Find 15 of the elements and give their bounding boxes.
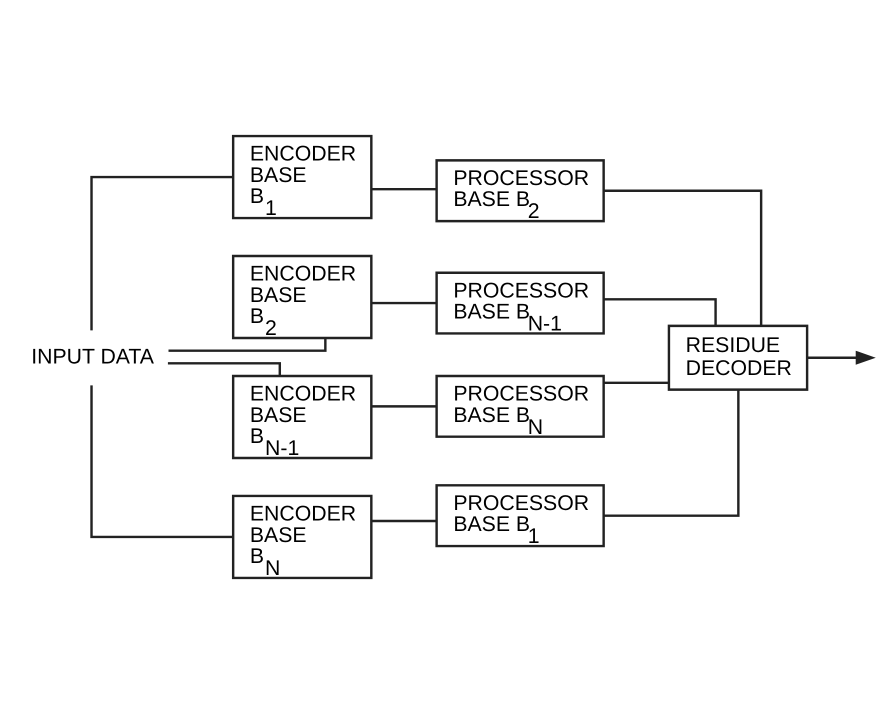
connector [372,188,436,190]
connector [372,405,436,408]
connector [90,385,233,538]
connector [168,362,282,376]
connector [372,520,436,522]
connector [604,382,668,384]
connector [372,302,436,304]
node-text: INPUT DATA [31,344,154,368]
arrow [807,350,876,365]
connector [168,338,327,352]
connector [604,390,740,517]
connector [90,176,233,330]
connector [604,298,717,326]
node-box: RESIDUE DECODER [668,324,808,391]
connector [604,190,762,326]
